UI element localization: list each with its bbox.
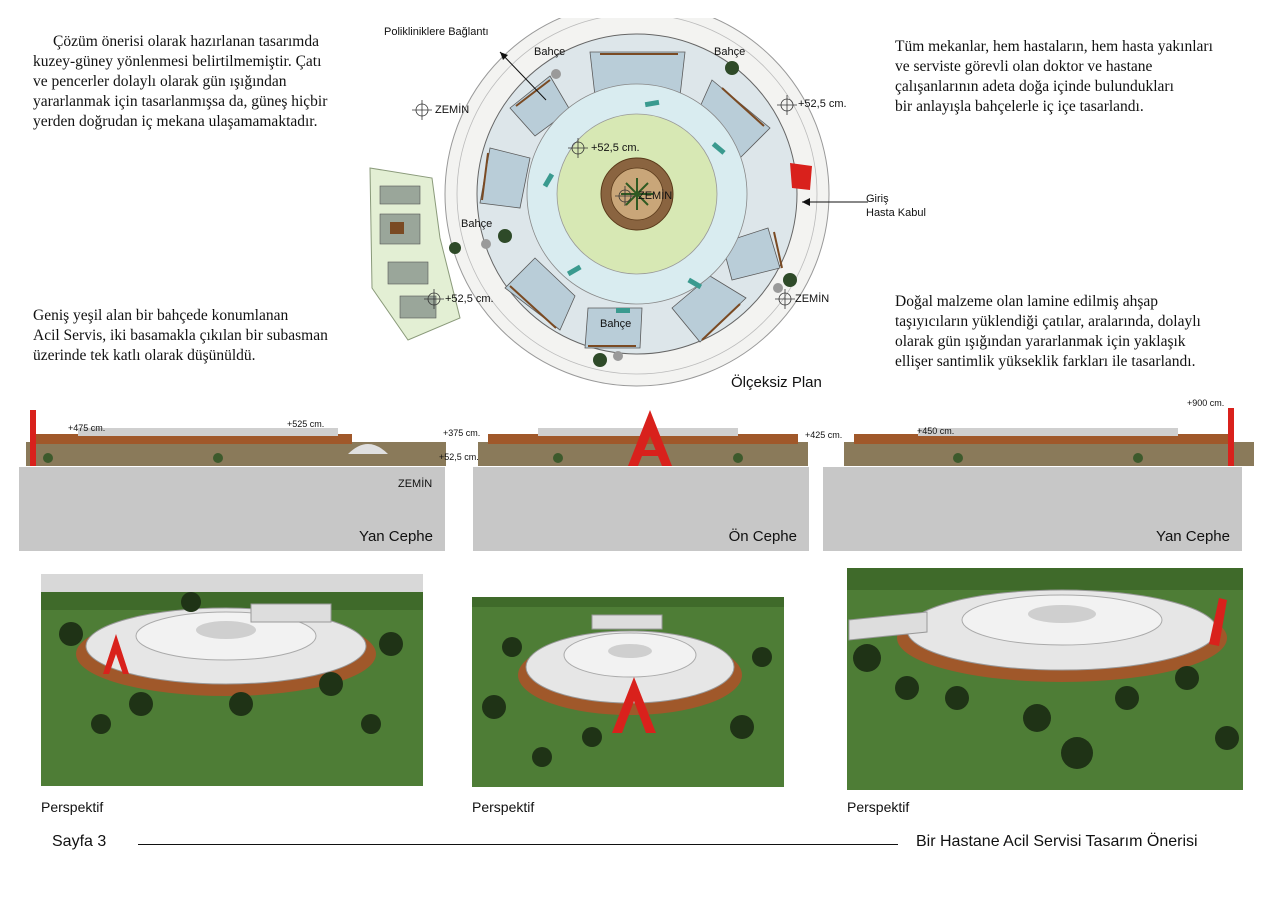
level-label: +900 cm. [1187, 398, 1225, 408]
perspective-caption: Perspektif [847, 799, 910, 815]
level-label: +475 cm. [68, 423, 106, 433]
elevation-caption: Ön Cephe [728, 528, 797, 545]
patient-admission-label: Hasta Kabul [866, 207, 926, 219]
level-label: +375 cm. [443, 428, 481, 438]
page-number: Sayfa 3 [52, 833, 107, 850]
front-elevation: Ön Cephe [473, 467, 809, 551]
perspective-caption: Perspektif [472, 799, 535, 815]
floor-plan-drawing [369, 18, 868, 387]
perspective-render [41, 574, 423, 786]
elevation-caption: Yan Cephe [1156, 528, 1230, 545]
garden-label: Bahçe [461, 218, 493, 230]
site-paragraph: Geniş yeşil alan bir bahçede konumlanan … [33, 307, 328, 364]
ground-level-label: ZEMİN [795, 293, 830, 305]
ground-level-label: ZEMİN [638, 190, 673, 202]
roof-paragraph: Doğal malzeme olan lamine edilmiş ahşap … [895, 293, 1201, 370]
garden-label: Bahçe [600, 318, 632, 330]
ground-level-label: ZEMİN [398, 478, 433, 490]
perspective-render [847, 568, 1243, 790]
level-label: +450 cm. [917, 426, 955, 436]
nature-paragraph: Tüm mekanlar, hem hastaların, hem hasta … [895, 38, 1213, 115]
elevation-building-strip [26, 408, 1254, 466]
elevation-caption: Yan Cephe [359, 528, 433, 545]
side-elevation-left: Yan Cephe [19, 467, 445, 551]
level-label: +52,5 cm. [445, 293, 494, 305]
entrance-label: Giriş [866, 193, 889, 205]
ground-level-label: ZEMİN [435, 104, 470, 116]
level-label: +52,5 cm. [591, 142, 640, 154]
intro-paragraph: Çözüm önerisi olarak hazırlanan tasarımd… [33, 33, 328, 130]
level-label: +52,5 cm. [798, 98, 847, 110]
side-elevation-right: Yan Cephe [823, 467, 1242, 551]
plan-caption: Ölçeksiz Plan [731, 374, 822, 391]
polyclinic-link-label: Polikliniklere Bağlantı [384, 26, 489, 38]
level-label: +52,5 cm. [439, 452, 479, 462]
perspective-render [472, 597, 784, 787]
footer-divider [138, 844, 898, 845]
level-label: +425 cm. [805, 430, 843, 440]
garden-label: Bahçe [534, 46, 566, 58]
garden-label: Bahçe [714, 46, 746, 58]
level-label: +525 cm. [287, 419, 325, 429]
perspective-caption: Perspektif [41, 799, 104, 815]
document-title: Bir Hastane Acil Servisi Tasarım Önerisi [916, 833, 1198, 850]
